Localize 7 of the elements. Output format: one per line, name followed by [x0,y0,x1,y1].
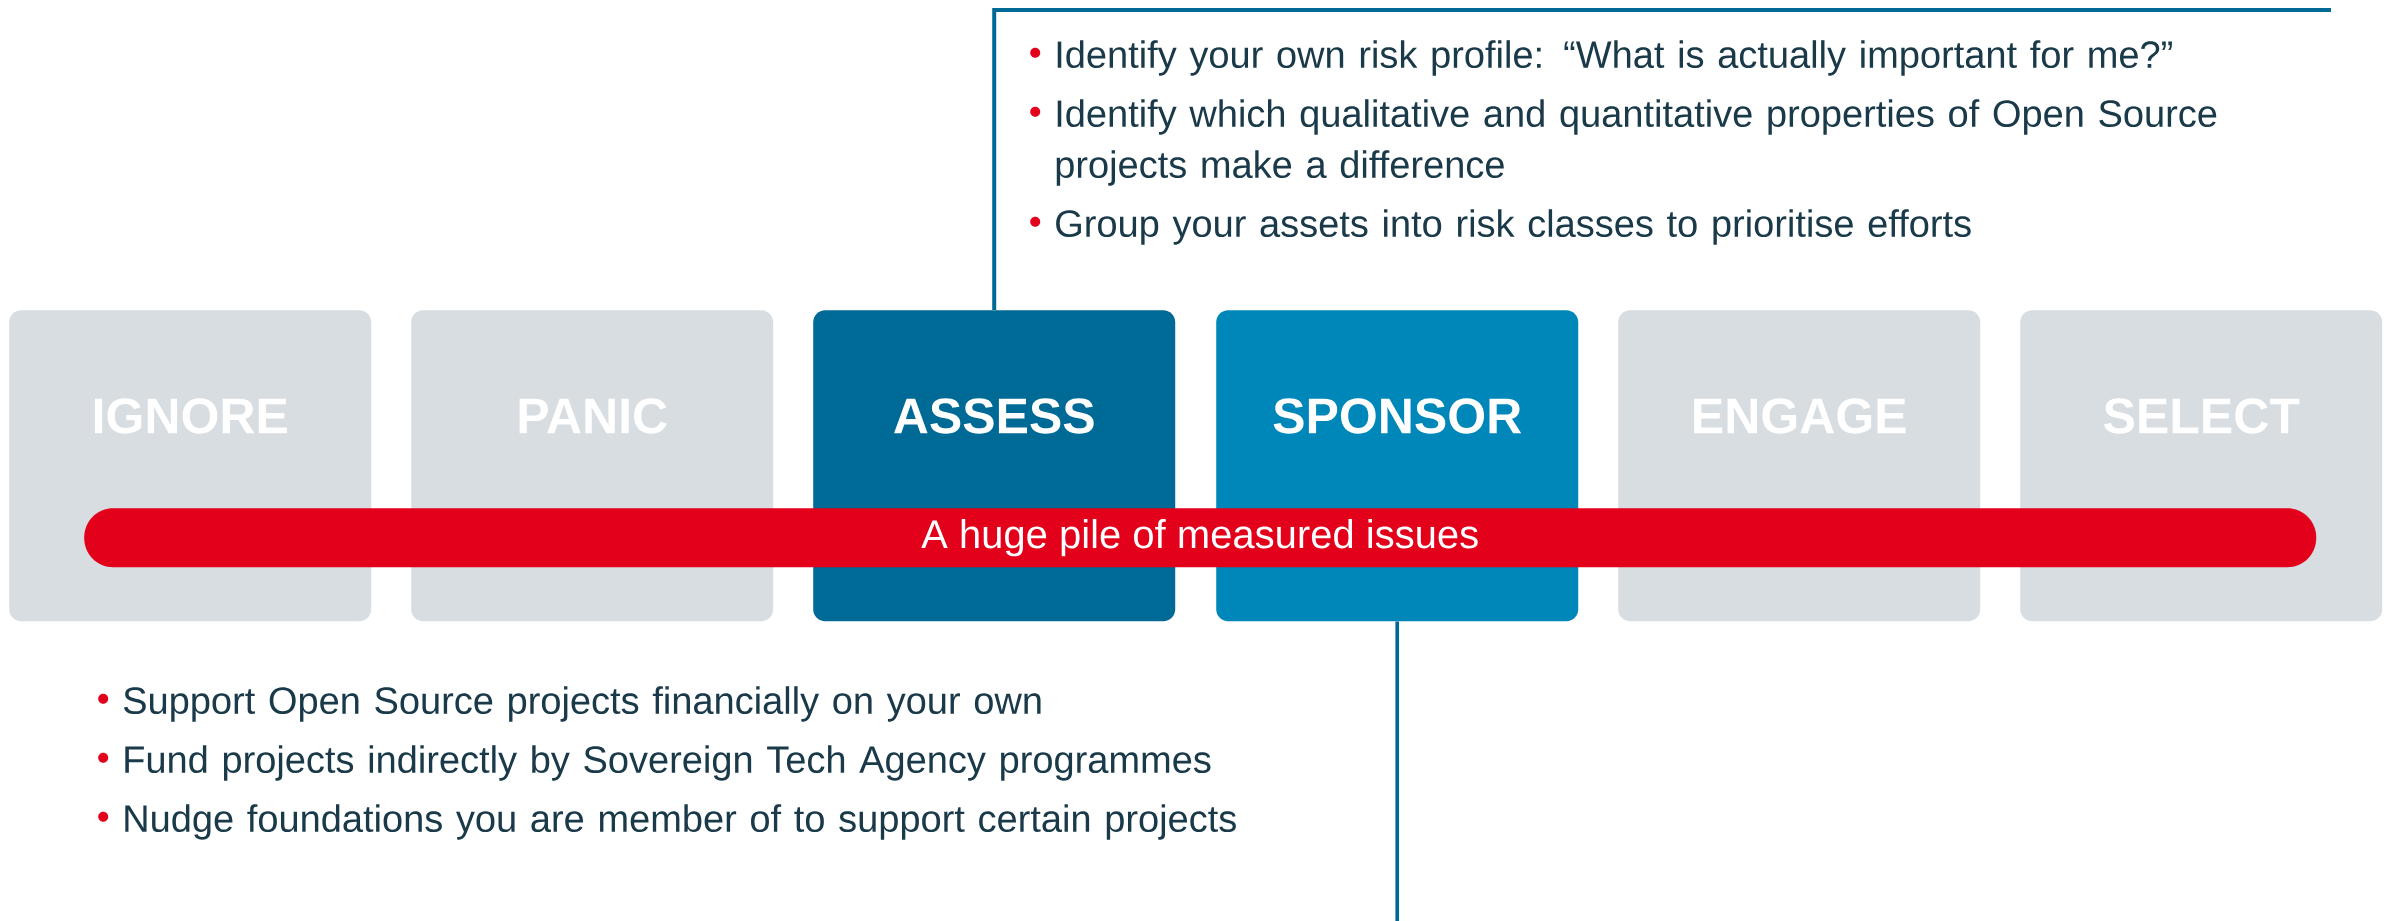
bullet-item: Nudge foundations you are member of to support certain projects [125,804,1236,840]
bullet-item: Group your assets into risk classes to prioritise efforts [1056,209,1971,245]
bullet-item: Identify which qualitative and quantitative properties of Open Source projects make a difference [1056,99,2217,186]
bullet-item: Fund projects indirectly by Sovereign Tech Agency programmes [125,745,1211,781]
bullet-item: Identify your own risk profile: “What is actually important for me?” [1057,40,2172,76]
bullet-item: Support Open Source projects financially on your own [123,686,1041,722]
issues-band: A huge pile of measured issues [84,508,2317,568]
